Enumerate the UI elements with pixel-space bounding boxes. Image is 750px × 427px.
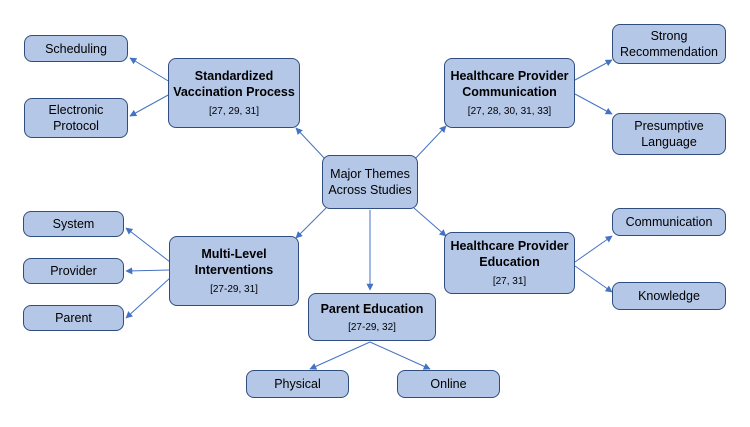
parent-education-box: Parent Education [27-29, 32] xyxy=(308,293,436,341)
system-label: System xyxy=(52,217,95,231)
arrow-to-strong-recommendation xyxy=(574,59,613,81)
arrow-center-to-multilevel xyxy=(295,207,327,239)
online-box: Online xyxy=(397,370,500,398)
arrow-to-scheduling xyxy=(129,57,171,83)
standardized-process-refs: [27, 29, 31] xyxy=(208,106,260,117)
arrow-to-parent xyxy=(125,277,171,319)
communication-label: Communication xyxy=(625,215,713,229)
knowledge-label: Knowledge xyxy=(638,289,700,303)
arrow-to-knowledge xyxy=(574,265,613,293)
arrow-to-communication xyxy=(574,235,613,263)
hcp-communication-refs: [27, 28, 30, 31, 33] xyxy=(467,106,552,117)
provider-box: Provider xyxy=(23,258,124,284)
arrow-to-provider xyxy=(125,267,171,275)
multilevel-interventions-box: Multi-Level Interventions [27-29, 31] xyxy=(169,236,299,306)
presumptive-language-box: Presumptive Language xyxy=(612,113,726,155)
arrow-to-system xyxy=(125,227,171,263)
multilevel-interventions-refs: [27-29, 31] xyxy=(210,284,258,295)
arrow-center-to-hcp-education xyxy=(413,207,447,237)
scheduling-box: Scheduling xyxy=(24,35,128,62)
hcp-communication-title: Healthcare Provider Communication xyxy=(450,69,569,99)
provider-label: Provider xyxy=(50,264,97,278)
parent-education-refs: [27-29, 32] xyxy=(348,321,396,333)
hcp-education-refs: [27, 31] xyxy=(492,276,527,287)
electronic-protocol-box: Electronic Protocol xyxy=(24,98,128,138)
strong-recommendation-label: Strong Recommendation xyxy=(620,29,718,59)
strong-recommendation-box: Strong Recommendation xyxy=(612,24,726,64)
multilevel-interventions-title: Multi-Level Interventions xyxy=(194,247,274,277)
arrow-to-electronic-protocol xyxy=(129,93,171,117)
hcp-education-box: Healthcare Provider Education [27, 31] xyxy=(444,232,575,294)
parent-box: Parent xyxy=(23,305,124,331)
electronic-protocol-label: Electronic Protocol xyxy=(48,103,104,133)
arrow-center-to-hcp-communication xyxy=(413,125,447,161)
presumptive-language-label: Presumptive Language xyxy=(634,119,704,149)
scheduling-label: Scheduling xyxy=(45,41,107,56)
arrow-to-physical xyxy=(309,341,371,370)
parent-education-title: Parent Education xyxy=(320,301,424,316)
online-label: Online xyxy=(430,377,467,391)
physical-box: Physical xyxy=(246,370,349,398)
system-box: System xyxy=(23,211,124,237)
parent-label: Parent xyxy=(55,311,92,325)
hcp-education-title: Healthcare Provider Education xyxy=(450,239,569,269)
physical-label: Physical xyxy=(274,377,321,391)
arrow-to-presumptive-language xyxy=(574,93,613,115)
arrow-center-to-standardized xyxy=(295,127,327,161)
arrow-to-online xyxy=(369,341,431,370)
center-theme-box: Major Themes Across Studies xyxy=(322,155,418,209)
knowledge-box: Knowledge xyxy=(612,282,726,310)
center-theme-title: Major Themes Across Studies xyxy=(328,167,412,197)
standardized-process-title: Standardized Vaccination Process xyxy=(173,69,295,99)
communication-box: Communication xyxy=(612,208,726,236)
standardized-process-box: Standardized Vaccination Process [27, 29… xyxy=(168,58,300,128)
hcp-communication-box: Healthcare Provider Communication [27, 2… xyxy=(444,58,575,128)
